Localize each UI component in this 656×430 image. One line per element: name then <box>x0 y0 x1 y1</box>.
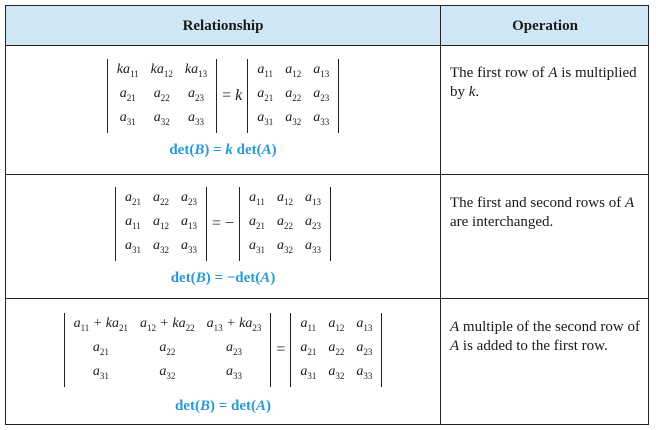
matrix-entry: a21 <box>92 340 109 357</box>
matrix-entry: a12 + ka22 <box>139 316 195 334</box>
row-divider <box>6 174 648 175</box>
matrix-entry: a22 <box>152 190 169 208</box>
left-determinant: a11 + ka21 a12 + ka22 a13 + ka23 a21 a22 a23 a… <box>63 313 272 387</box>
operation-description: The first row of A is multiplied by k. <box>450 65 637 100</box>
matrix-entry: a31 <box>249 237 266 255</box>
equation-operator: = <box>276 341 286 358</box>
left-determinant: ka11 ka12 ka13 a21 a22 a23 a31 a32 a33 <box>106 59 218 133</box>
matrix-entry: a23 <box>356 340 373 357</box>
operation-header: Operation <box>512 18 578 34</box>
matrix-entry: a13 <box>313 62 330 80</box>
matrix-entry: a12 <box>285 62 302 80</box>
matrix-entry: a32 <box>285 109 302 127</box>
equation-operator: = k <box>222 87 243 104</box>
column-divider <box>440 6 441 424</box>
matrix-entry: a22 <box>328 340 345 357</box>
matrix-entry: a12 <box>277 190 294 208</box>
relationship-header: Relationship <box>182 18 264 34</box>
matrix-entry: ka13 <box>184 62 208 80</box>
left-determinant: a21 a22 a23 a11 a12 a13 a31 a32 a33 <box>114 187 207 261</box>
matrix-entry: a31 <box>257 109 274 127</box>
equation-operator: = − <box>211 215 235 232</box>
matrix-entry: a21 <box>124 190 141 208</box>
matrix-entry: a32 <box>153 109 170 127</box>
matrix-entry: a13 <box>356 316 373 334</box>
matrix-entry: a22 <box>277 214 294 231</box>
matrix-entry: a22 <box>285 86 302 103</box>
matrix-entry: a13 <box>305 190 322 208</box>
matrix-entry: a32 <box>159 363 176 381</box>
matrix-entry: a32 <box>152 237 169 255</box>
matrix-entry: a13 <box>180 214 197 231</box>
matrix-entry: ka11 <box>116 62 139 80</box>
matrix-entry: a31 <box>124 237 141 255</box>
matrix-entry: a33 <box>225 363 242 381</box>
determinant-formula: det(B) = −det(A) <box>170 270 276 286</box>
table-header: Relationship Operation <box>6 6 648 46</box>
matrix-entry: a33 <box>313 109 330 127</box>
matrix-entry: a21 <box>119 86 136 103</box>
matrix-entry: a31 <box>119 109 136 127</box>
matrix-entry: a11 <box>257 62 274 80</box>
matrix-entry: a12 <box>152 214 169 231</box>
operation-description: The first and second rows of A are inter… <box>450 195 635 230</box>
matrix-entry: a33 <box>180 237 197 255</box>
matrix-entry: a23 <box>225 340 242 357</box>
matrix-entry: a11 <box>249 190 265 208</box>
matrix-entry: a11 + ka21 <box>73 316 128 334</box>
row-divider <box>6 298 648 299</box>
matrix-entry: a21 <box>249 214 266 231</box>
matrix-entry: a33 <box>187 109 204 127</box>
determinant-formula: det(B) = det(A) <box>174 398 272 414</box>
right-determinant: a11 a12 a13 a21 a22 a23 a31 a32 a33 <box>247 59 340 133</box>
matrix-entry: a23 <box>187 86 204 103</box>
right-determinant: a11 a12 a13 a21 a22 a23 a31 a32 a33 <box>239 187 332 261</box>
matrix-entry: a21 <box>257 86 274 103</box>
matrix-entry: a23 <box>313 86 330 103</box>
matrix-entry: a32 <box>277 237 294 255</box>
matrix-entry: a22 <box>159 340 176 357</box>
operation-description: A multiple of the second row of A is add… <box>450 319 640 354</box>
matrix-entry: a22 <box>153 86 170 103</box>
matrix-entry: a31 <box>92 363 109 381</box>
matrix-entry: a11 <box>300 316 317 334</box>
matrix-entry: a13 + ka23 <box>206 316 262 334</box>
matrix-entry: a11 <box>125 214 141 231</box>
determinant-formula: det(B) = k det(A) <box>169 142 277 158</box>
matrix-entry: a23 <box>305 214 322 231</box>
matrix-entry: a23 <box>180 190 197 208</box>
matrix-entry: a31 <box>300 363 317 381</box>
matrix-entry: ka12 <box>150 62 173 80</box>
right-determinant: a11 a12 a13 a21 a22 a23 a31 a32 a33 <box>290 313 383 387</box>
matrix-entry: a21 <box>300 340 317 357</box>
matrix-entry: a33 <box>356 363 373 381</box>
matrix-entry: a32 <box>328 363 345 381</box>
matrix-entry: a33 <box>305 237 322 255</box>
matrix-entry: a12 <box>328 316 345 334</box>
